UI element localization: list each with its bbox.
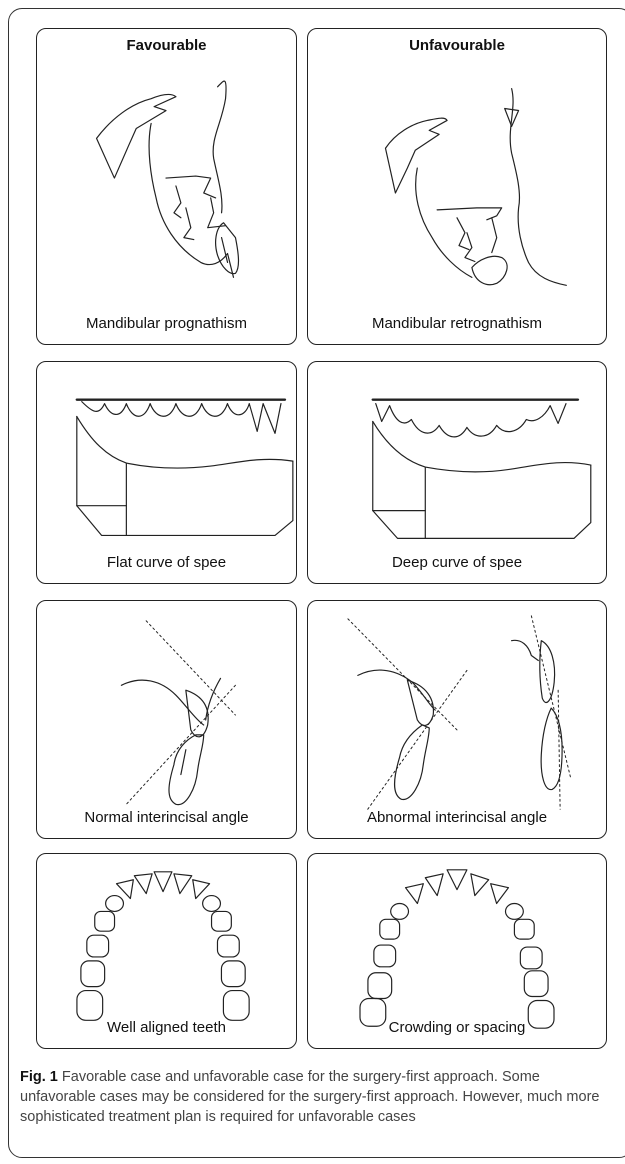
panel-normal-interincisal-angle: Normal interincisal angle (36, 600, 297, 839)
caption-mandibular-prognathism: Mandibular prognathism (37, 315, 296, 332)
panel-deep-curve-of-spee: Deep curve of spee (307, 361, 607, 584)
caption-deep-curve-of-spee: Deep curve of spee (308, 554, 606, 571)
caption-normal-interincisal-angle: Normal interincisal angle (37, 809, 296, 826)
panel-mandibular-retrognathism: Unfavourable Mandibular retrognathism (307, 28, 607, 345)
panel-crowding-or-spacing: Crowding or spacing (307, 853, 607, 1049)
caption-crowding-or-spacing: Crowding or spacing (308, 1019, 606, 1036)
flat-curve-dental-model-drawing (37, 362, 296, 583)
caption-abnormal-interincisal-angle: Abnormal interincisal angle (308, 809, 606, 826)
panel-mandibular-prognathism: Favourable Mandibular prognathism (36, 28, 297, 345)
panel-flat-curve-of-spee: Flat curve of spee (36, 361, 297, 584)
caption-mandibular-retrognathism: Mandibular retrognathism (308, 315, 606, 332)
panel-abnormal-interincisal-angle: Abnormal interincisal angle (307, 600, 607, 839)
panel-well-aligned-teeth: Well aligned teeth (36, 853, 297, 1049)
deep-curve-dental-model-drawing (308, 362, 606, 583)
caption-flat-curve-of-spee: Flat curve of spee (37, 554, 296, 571)
caption-well-aligned-teeth: Well aligned teeth (37, 1019, 296, 1036)
prognathism-cephalogram-drawing (37, 29, 296, 344)
normal-incisor-angle-drawing (37, 601, 296, 838)
abnormal-incisor-angle-drawing (308, 601, 606, 838)
figure-caption: Fig. 1 Favorable case and unfavorable ca… (20, 1067, 615, 1127)
figure-caption-text: Favorable case and unfavorable case for … (20, 1069, 599, 1125)
retrognathism-cephalogram-drawing (308, 29, 606, 344)
figure-label: Fig. 1 (20, 1069, 58, 1085)
